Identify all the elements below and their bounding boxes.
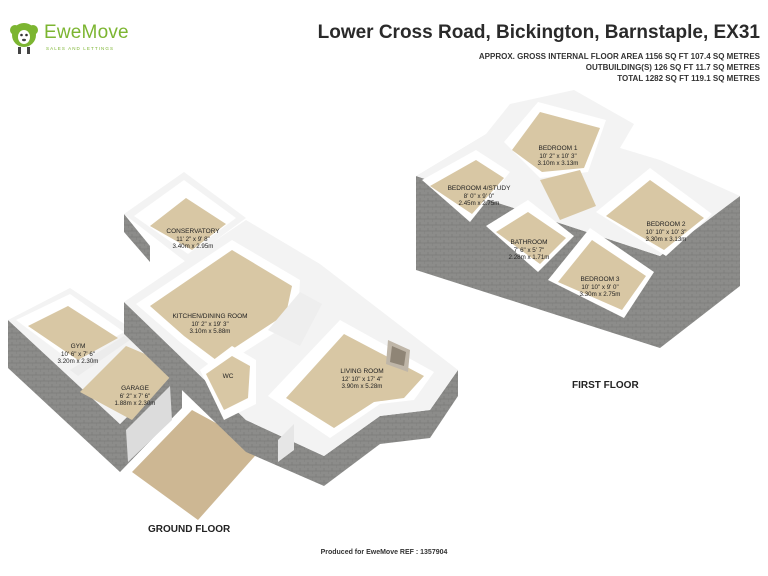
first-floor-label: FIRST FLOOR <box>572 380 639 391</box>
room-dim-imperial: 10' 10" x 9' 0" <box>581 284 618 291</box>
room-dim-imperial: 12' 10" x 17' 4" <box>342 376 383 383</box>
conservatory-floor <box>150 198 226 250</box>
room-dim-metric: 3.40m x 2.95m <box>173 243 214 250</box>
total-area-text: TOTAL 1282 SQ FT 119.1 SQ METRES <box>617 74 760 83</box>
room-dim-imperial: 11' 2" x 9' 8" <box>176 236 209 243</box>
first-floor-plan <box>416 90 740 348</box>
ground-floor-label: GROUND FLOOR <box>148 524 231 535</box>
bedroom-2-floor <box>606 180 704 250</box>
kitchen-dining-floor <box>150 250 292 360</box>
footer-reference: Produced for EweMove REF : 1357904 <box>320 549 448 556</box>
room-name: BEDROOM 2 <box>646 221 685 228</box>
landing-floor <box>540 170 596 220</box>
bedroom-3-floor <box>558 240 646 310</box>
room-dim-imperial: 8' 0" x 9' 0" <box>464 193 495 200</box>
bedroom-4-label: BEDROOM 4/STUDY 8' 0" x 9' 0" 2.45m x 2.… <box>448 185 512 207</box>
garage-door <box>126 386 172 462</box>
room-dim-metric: 3.20m x 2.30m <box>58 358 99 365</box>
room-dim-metric: 1.88m x 2.30m <box>115 400 156 407</box>
room-dim-metric: 3.10m x 3.13m <box>538 160 579 167</box>
room-dim-imperial: 6' 2" x 7' 6" <box>120 393 151 400</box>
room-dim-metric: 3.10m x 5.88m <box>190 328 231 335</box>
living-room-floor <box>286 334 424 428</box>
conservatory-label: CONSERVATORY 11' 2" x 9' 8" 3.40m x 2.95… <box>166 228 220 250</box>
room-name: LIVING ROOM <box>340 368 383 375</box>
driveway <box>132 410 262 520</box>
room-dim-imperial: 10' 6" x 7' 6" <box>61 351 95 358</box>
bedroom-4-floor <box>430 160 504 214</box>
bathroom-label: BATHROOM 7' 6" x 5' 7" 2.28m x 1.71m <box>509 239 550 261</box>
room-dim-metric: 3.30m x 3.13m <box>646 236 687 243</box>
room-name: KITCHEN/DINING ROOM <box>172 313 247 320</box>
bedroom-1-floor <box>512 112 600 172</box>
sheep-icon <box>10 23 38 54</box>
room-dim-metric: 2.45m x 2.75m <box>459 200 500 207</box>
room-dim-imperial: 10' 10" x 10' 3" <box>646 229 687 236</box>
gym-floor <box>28 306 118 360</box>
room-dim-metric: 3.30m x 2.75m <box>580 291 621 298</box>
property-title: Lower Cross Road, Bickington, Barnstaple… <box>317 22 760 43</box>
bathroom-floor <box>496 212 566 264</box>
bedroom-1-label: BEDROOM 1 10' 2" x 10' 3" 3.10m x 3.13m <box>538 145 579 167</box>
wc-label: WC <box>223 373 234 380</box>
room-dim-metric: 3.90m x 5.28m <box>342 383 383 390</box>
room-name: WC <box>223 373 234 380</box>
room-name: BEDROOM 4/STUDY <box>448 185 512 192</box>
gross-area-text: APPROX. GROSS INTERNAL FLOOR AREA 1156 S… <box>478 52 760 61</box>
room-labels: CONSERVATORY 11' 2" x 9' 8" 3.40m x 2.95… <box>58 145 687 407</box>
bedroom-3-label: BEDROOM 3 10' 10" x 9' 0" 3.30m x 2.75m <box>580 276 621 298</box>
room-name: BEDROOM 3 <box>580 276 619 283</box>
brand-tagline: SALES AND LETTINGS <box>46 46 115 51</box>
outbuilding-area-text: OUTBUILDING(S) 126 SQ FT 11.7 SQ METRES <box>585 63 760 72</box>
room-name: GARAGE <box>121 385 149 392</box>
room-dim-imperial: 7' 6" x 5' 7" <box>514 247 545 254</box>
brand-name: EweMove <box>44 22 129 43</box>
room-dim-imperial: 10' 2" x 10' 3" <box>539 153 576 160</box>
wc-floor <box>206 356 250 410</box>
ground-floor-plan <box>8 172 458 520</box>
kitchen-dining-label: KITCHEN/DINING ROOM 10' 2" x 19' 3" 3.10… <box>172 313 247 335</box>
main-house <box>124 220 458 486</box>
room-name: BATHROOM <box>510 239 547 246</box>
living-room-label: LIVING ROOM 12' 10" x 17' 4" 3.90m x 5.2… <box>340 368 383 390</box>
garage-floor <box>80 346 178 420</box>
outbuilding <box>8 288 182 472</box>
room-dim-metric: 2.28m x 1.71m <box>509 254 550 261</box>
room-name: BEDROOM 1 <box>538 145 577 152</box>
conservatory-block <box>124 172 246 262</box>
bedroom-2-label: BEDROOM 2 10' 10" x 10' 3" 3.30m x 3.13m <box>646 221 687 243</box>
room-name: GYM <box>71 343 86 350</box>
room-dim-imperial: 10' 2" x 19' 3" <box>191 321 228 328</box>
room-name: CONSERVATORY <box>166 228 220 235</box>
ewemove-logo: EweMove SALES AND LETTINGS <box>6 18 136 58</box>
garage-label: GARAGE 6' 2" x 7' 6" 1.88m x 2.30m <box>115 385 156 407</box>
gym-label: GYM 10' 6" x 7' 6" 3.20m x 2.30m <box>58 343 99 365</box>
